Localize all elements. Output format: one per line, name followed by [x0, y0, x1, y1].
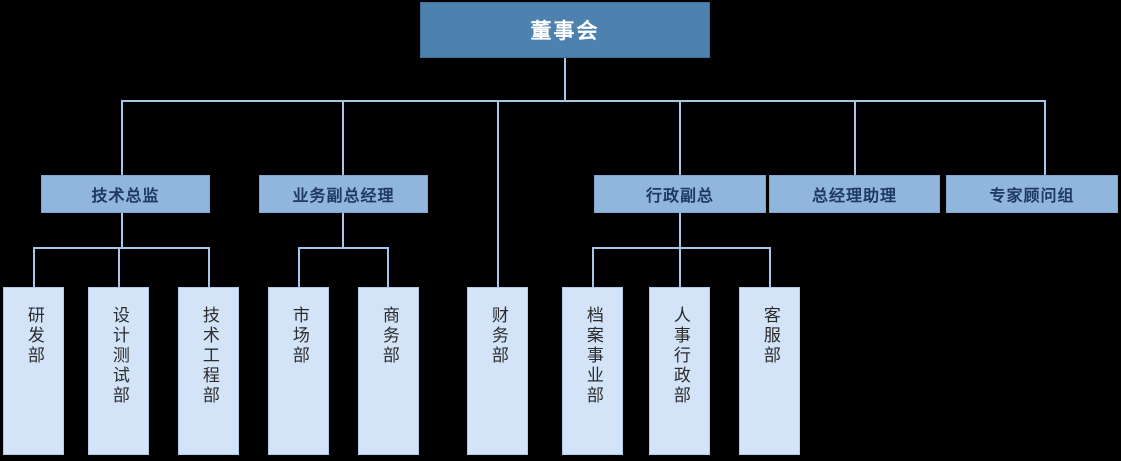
node-label: 研发部 — [24, 306, 44, 366]
connector-admin-bus — [592, 247, 771, 249]
node-label: 设计测试部 — [109, 306, 129, 406]
connector-bus-drop-4 — [854, 100, 856, 175]
connector-bus-drop-2 — [342, 100, 344, 175]
node-commerce-department[interactable]: 商务部 — [358, 287, 419, 455]
connector-bus-drop-1 — [121, 100, 123, 175]
node-label: 技术工程部 — [199, 306, 219, 406]
node-label: 总经理助理 — [811, 188, 897, 205]
connector-root-bus — [121, 100, 1045, 102]
node-marketing-department[interactable]: 市场部 — [268, 287, 329, 455]
node-label: 财务部 — [488, 306, 508, 366]
node-administrative-vp[interactable]: 行政副总 — [594, 175, 766, 213]
connector-root-stem — [564, 58, 566, 100]
node-technical-director[interactable]: 技术总监 — [41, 175, 210, 213]
node-label: 商务部 — [379, 306, 399, 366]
connector-admin-drop-1 — [592, 247, 594, 287]
connector-tech-drop-1 — [33, 247, 35, 287]
connector-admin-drop-3 — [769, 247, 771, 287]
node-label: 专家顾问组 — [989, 188, 1075, 205]
node-customer-service-department[interactable]: 客服部 — [739, 287, 800, 455]
node-label: 行政副总 — [645, 188, 714, 205]
node-label: 业务副总经理 — [292, 188, 395, 205]
connector-admin-stem — [679, 213, 681, 247]
node-technical-engineering-department[interactable]: 技术工程部 — [178, 287, 239, 455]
node-rnd-department[interactable]: 研发部 — [3, 287, 64, 455]
connector-tech-drop-2 — [118, 247, 120, 287]
connector-bus-drop-finance — [497, 100, 499, 287]
node-label: 客服部 — [760, 306, 780, 366]
node-label: 技术总监 — [91, 188, 160, 205]
node-finance-department[interactable]: 财务部 — [467, 287, 528, 455]
connector-bus-drop-5 — [1044, 100, 1046, 175]
connector-tech-bus — [33, 247, 209, 249]
node-label: 档案事业部 — [583, 306, 603, 406]
node-archives-business-department[interactable]: 档案事业部 — [562, 287, 623, 455]
node-board-of-directors[interactable]: 董事会 — [420, 2, 710, 58]
connector-tech-stem — [121, 213, 123, 247]
connector-tech-drop-3 — [208, 247, 210, 287]
node-gm-assistant[interactable]: 总经理助理 — [769, 175, 940, 213]
node-design-test-department[interactable]: 设计测试部 — [88, 287, 149, 455]
node-label: 董事会 — [530, 20, 600, 43]
node-label: 人事行政部 — [670, 306, 690, 406]
node-expert-advisory-group[interactable]: 专家顾问组 — [946, 175, 1118, 213]
node-label: 市场部 — [289, 306, 309, 366]
connector-biz-drop-2 — [387, 247, 389, 287]
connector-biz-drop-1 — [298, 247, 300, 287]
connector-biz-bus — [298, 247, 389, 249]
connector-bus-drop-3 — [679, 100, 681, 175]
node-hr-administration-department[interactable]: 人事行政部 — [649, 287, 710, 455]
node-business-vp[interactable]: 业务副总经理 — [259, 175, 428, 213]
connector-biz-stem — [342, 213, 344, 247]
connector-admin-drop-2 — [679, 247, 681, 287]
